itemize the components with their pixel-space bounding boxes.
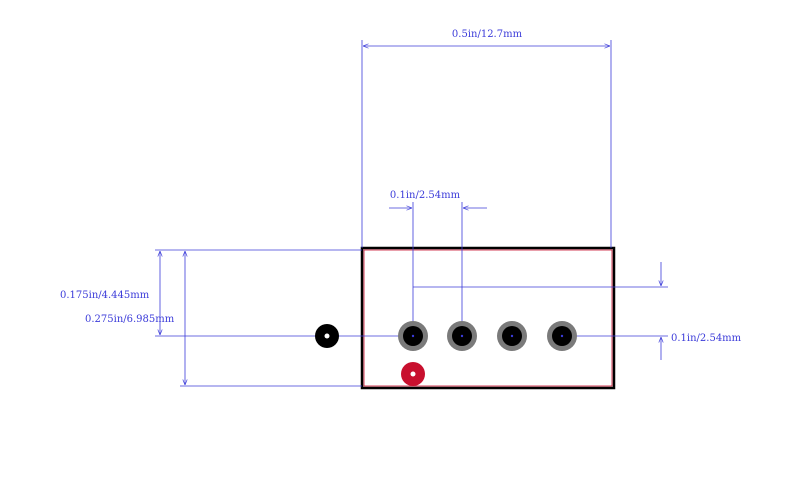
pitch-label: 0.1in/2.54mm: [390, 190, 461, 201]
height-label: 0.275in/6.985mm: [85, 314, 175, 325]
row-offset-label: 0.175in/4.445mm: [60, 290, 150, 301]
vertical-pitch-label: 0.1in/2.54mm: [671, 333, 742, 344]
mounting-hole: [315, 324, 339, 348]
pin1-marker: [401, 362, 425, 386]
extension-lines: [155, 40, 668, 387]
width-label: 0.5in/12.7mm: [452, 29, 523, 40]
component-outline: [360, 246, 616, 390]
courtyard-outline: [363, 249, 613, 387]
